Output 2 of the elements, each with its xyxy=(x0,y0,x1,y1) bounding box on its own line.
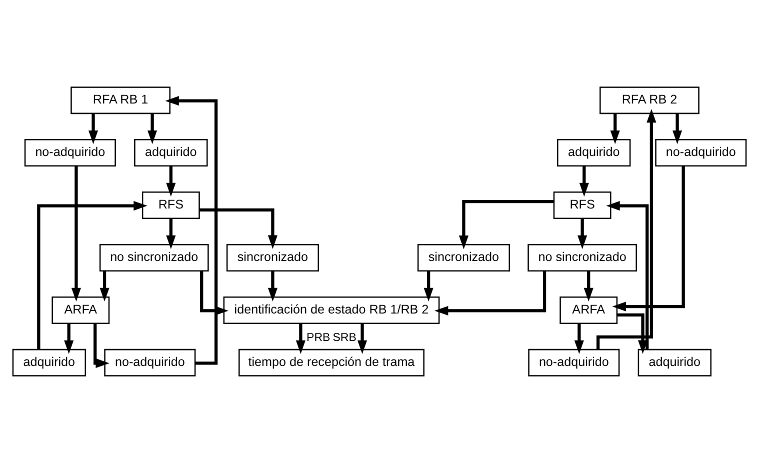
edge-label: PRB xyxy=(306,332,330,344)
edge-label: SRB xyxy=(332,332,356,344)
